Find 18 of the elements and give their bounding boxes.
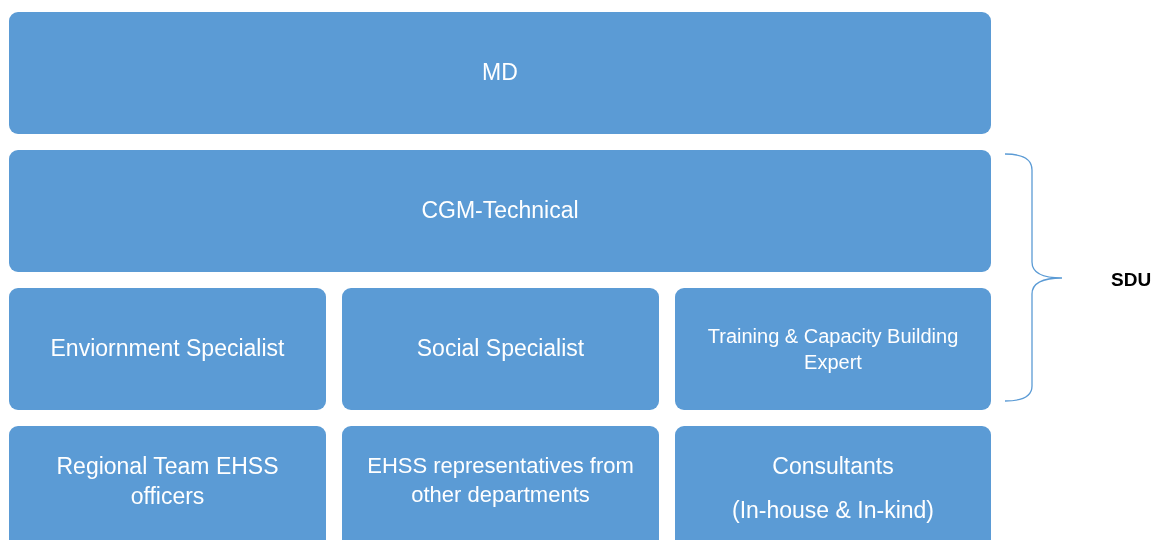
org-box — [342, 288, 659, 410]
org-box — [675, 426, 991, 540]
box-text: Social Specialist — [416, 334, 585, 364]
box-text: Regional Team EHSS officers — [55, 452, 280, 511]
org-box — [342, 426, 659, 540]
box-text: Consultants — [772, 452, 894, 481]
org-box — [9, 426, 326, 540]
box-text: EHSS representatives from other departments — [366, 452, 635, 509]
box-text: Enviornment Specialist — [50, 334, 285, 364]
box-text: CGM-Technical — [421, 196, 579, 226]
org-box — [9, 12, 991, 134]
org-box — [9, 288, 326, 410]
org-box — [675, 288, 991, 410]
box-text: (In-house & In-kind) — [732, 495, 934, 525]
box-text: MD — [482, 58, 518, 88]
org-box — [9, 150, 991, 272]
box-text: Training & Capacity Building Expert — [706, 324, 960, 375]
group-label: SDU — [1111, 268, 1152, 292]
